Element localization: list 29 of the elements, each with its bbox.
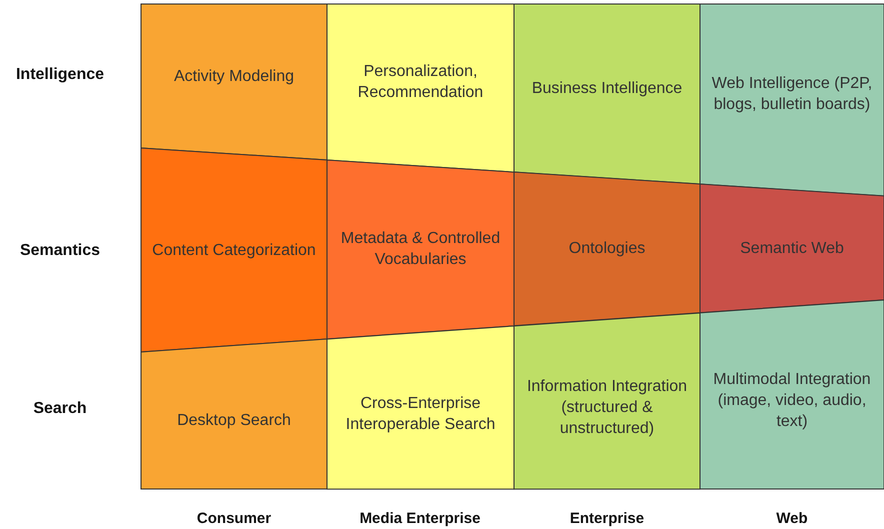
matrix-cell xyxy=(327,160,514,339)
matrix-cell xyxy=(514,312,700,489)
cell-text: Business Intelligence xyxy=(532,78,682,99)
cell-text: Metadata & Controlled Vocabularies xyxy=(340,229,502,270)
cell-text: Personalization, Recommendation xyxy=(356,62,484,103)
matrix-cell xyxy=(514,4,700,184)
column-label: Media Enterprise xyxy=(360,510,480,526)
matrix-cell xyxy=(327,4,514,172)
cell-text: Ontologies xyxy=(568,239,646,260)
column-label: Web xyxy=(776,510,808,526)
matrix-cell xyxy=(141,4,327,160)
column-label: Enterprise xyxy=(570,510,644,526)
row-label: Search xyxy=(33,400,87,418)
matrix-cell xyxy=(514,172,700,326)
matrix-cell xyxy=(141,148,327,352)
row-label: Semantics xyxy=(20,242,100,260)
matrix-cell xyxy=(700,300,884,489)
cell-text: Activity Modeling xyxy=(174,66,294,86)
matrix-cell xyxy=(700,4,884,196)
cell-text: Web Intelligence (P2P, blogs, bulletin boards) xyxy=(710,74,874,116)
matrix-cell xyxy=(141,338,327,489)
cell-text: Desktop Search xyxy=(177,410,291,431)
cell-text: Multimodal Integration (image, video, audio, text) xyxy=(712,370,872,432)
column-label: Consumer xyxy=(196,510,272,526)
cell-text: Information Integration (structured & unstructured) xyxy=(526,376,688,439)
row-label: Intelligence xyxy=(16,66,104,84)
cell-text: Content Categorization xyxy=(152,240,316,260)
cell-text: Cross-Enterprise Interoperable Search xyxy=(344,394,496,435)
matrix-cell xyxy=(327,326,514,489)
